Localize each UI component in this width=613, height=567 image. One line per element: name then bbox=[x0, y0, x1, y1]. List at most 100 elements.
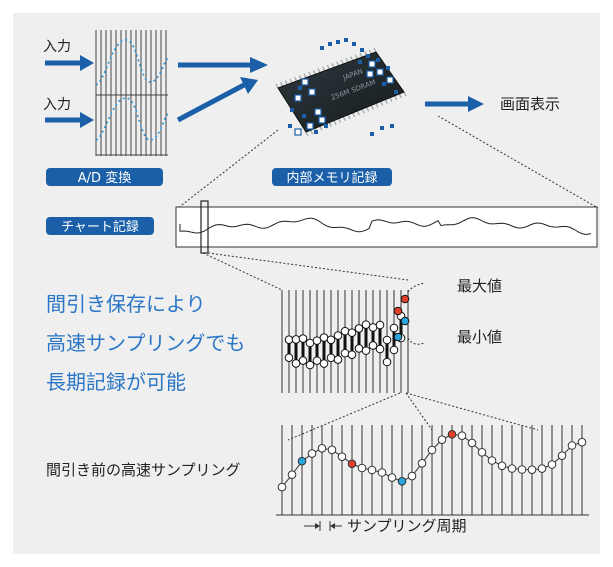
sample-point bbox=[487, 456, 497, 465]
arrow-to-memory-1 bbox=[178, 57, 268, 73]
sample-point bbox=[367, 465, 377, 475]
sample-point bbox=[427, 445, 437, 455]
sample-point bbox=[467, 438, 477, 448]
max-sample bbox=[298, 334, 308, 343]
sample-point bbox=[527, 465, 537, 475]
chip-pin bbox=[319, 126, 323, 131]
min-sample bbox=[340, 348, 350, 358]
data-bit bbox=[306, 122, 314, 130]
max-callout: 最大値 bbox=[407, 277, 502, 295]
min-sample bbox=[298, 356, 308, 365]
caption-line-2: 高速サンプリングでも bbox=[46, 331, 245, 355]
min-sample bbox=[284, 353, 294, 362]
data-bit bbox=[328, 42, 332, 46]
min-point bbox=[393, 332, 403, 342]
sample-point bbox=[437, 435, 447, 445]
chip-pin bbox=[331, 63, 335, 68]
max-sample bbox=[326, 335, 336, 345]
sampling-period-label: サンプリング周期 bbox=[347, 517, 467, 535]
min-sample bbox=[375, 344, 385, 354]
sample-point bbox=[357, 463, 367, 473]
chip-pin bbox=[361, 108, 365, 114]
sample-point bbox=[577, 437, 587, 447]
min-sample bbox=[326, 353, 336, 363]
min-sample bbox=[382, 357, 392, 367]
chip-pin bbox=[308, 71, 312, 77]
data-bit bbox=[336, 40, 340, 44]
sample-point bbox=[327, 445, 337, 455]
memory-chip: JAPAN 256M SDRAM bbox=[275, 38, 407, 137]
data-bit bbox=[358, 60, 362, 64]
data-bit bbox=[370, 132, 374, 136]
data-bits bbox=[288, 38, 398, 136]
data-bit bbox=[318, 116, 326, 124]
chip-pin bbox=[373, 47, 377, 53]
data-bit bbox=[360, 48, 364, 52]
max-sample bbox=[340, 326, 350, 336]
sample-point bbox=[387, 473, 397, 482]
max-sample bbox=[361, 320, 371, 329]
min-sample bbox=[347, 350, 357, 359]
chip-pin bbox=[356, 110, 360, 116]
data-bit bbox=[301, 78, 309, 86]
chip-pin bbox=[389, 97, 393, 102]
data-bit bbox=[382, 82, 386, 86]
chip-pin bbox=[350, 56, 354, 61]
sample-point bbox=[497, 461, 507, 471]
sampling-period-indicator: サンプリング周期 bbox=[304, 517, 467, 535]
max-value-label: 最大値 bbox=[457, 277, 502, 295]
data-bit bbox=[390, 124, 394, 128]
data-bit bbox=[324, 124, 328, 128]
sample-point bbox=[287, 470, 297, 480]
sampled-waveform-2 bbox=[95, 88, 169, 156]
zoom-window bbox=[200, 200, 209, 254]
pre-decimation-label: 間引き前の高速サンプリング bbox=[46, 461, 241, 479]
sample-point bbox=[377, 468, 387, 477]
input-label-2: 入力 bbox=[43, 97, 71, 113]
min-sample bbox=[291, 359, 301, 368]
chip-pin bbox=[289, 78, 293, 84]
sample-point bbox=[457, 431, 467, 441]
chip-pin bbox=[403, 91, 407, 97]
max-sample bbox=[389, 323, 399, 333]
ad-convert-badge: A/D 変換 bbox=[46, 168, 163, 186]
chip-pin bbox=[280, 82, 284, 87]
min-sample bbox=[368, 341, 378, 350]
max-point bbox=[400, 294, 410, 304]
data-bit bbox=[294, 128, 302, 136]
sample-point bbox=[307, 449, 317, 458]
chip-pin bbox=[380, 101, 384, 106]
max-sample bbox=[375, 320, 385, 330]
max-sample bbox=[354, 324, 364, 333]
chip-pin bbox=[305, 131, 309, 137]
sample-point bbox=[337, 452, 347, 462]
chip-pin bbox=[284, 80, 288, 85]
chip-pin bbox=[338, 118, 342, 123]
chip-pin bbox=[340, 59, 344, 65]
max-sample bbox=[333, 331, 343, 340]
chart-record-label: チャート記録 bbox=[61, 219, 139, 235]
data-bit bbox=[386, 76, 394, 84]
chip-pin bbox=[352, 112, 356, 118]
sample-point bbox=[447, 430, 457, 439]
chip-pin bbox=[368, 49, 372, 54]
sample-point bbox=[407, 471, 417, 481]
data-bit bbox=[302, 114, 306, 118]
chip-pin bbox=[359, 52, 363, 58]
chip-pin bbox=[326, 64, 330, 70]
max-sample bbox=[368, 323, 378, 332]
chip-pin bbox=[375, 103, 379, 108]
max-sample bbox=[284, 335, 294, 344]
chip-pin bbox=[370, 105, 374, 110]
chart-record-strip bbox=[175, 200, 598, 254]
data-bit bbox=[314, 108, 322, 116]
chip-pin bbox=[347, 114, 351, 120]
data-bit bbox=[308, 88, 316, 96]
min-sample bbox=[354, 344, 364, 353]
chip-pin bbox=[342, 116, 346, 122]
data-bit bbox=[368, 60, 376, 68]
chip-pin bbox=[312, 70, 316, 75]
caption-line-3: 長期記録が可能 bbox=[46, 370, 186, 394]
chip-pin bbox=[384, 99, 388, 104]
